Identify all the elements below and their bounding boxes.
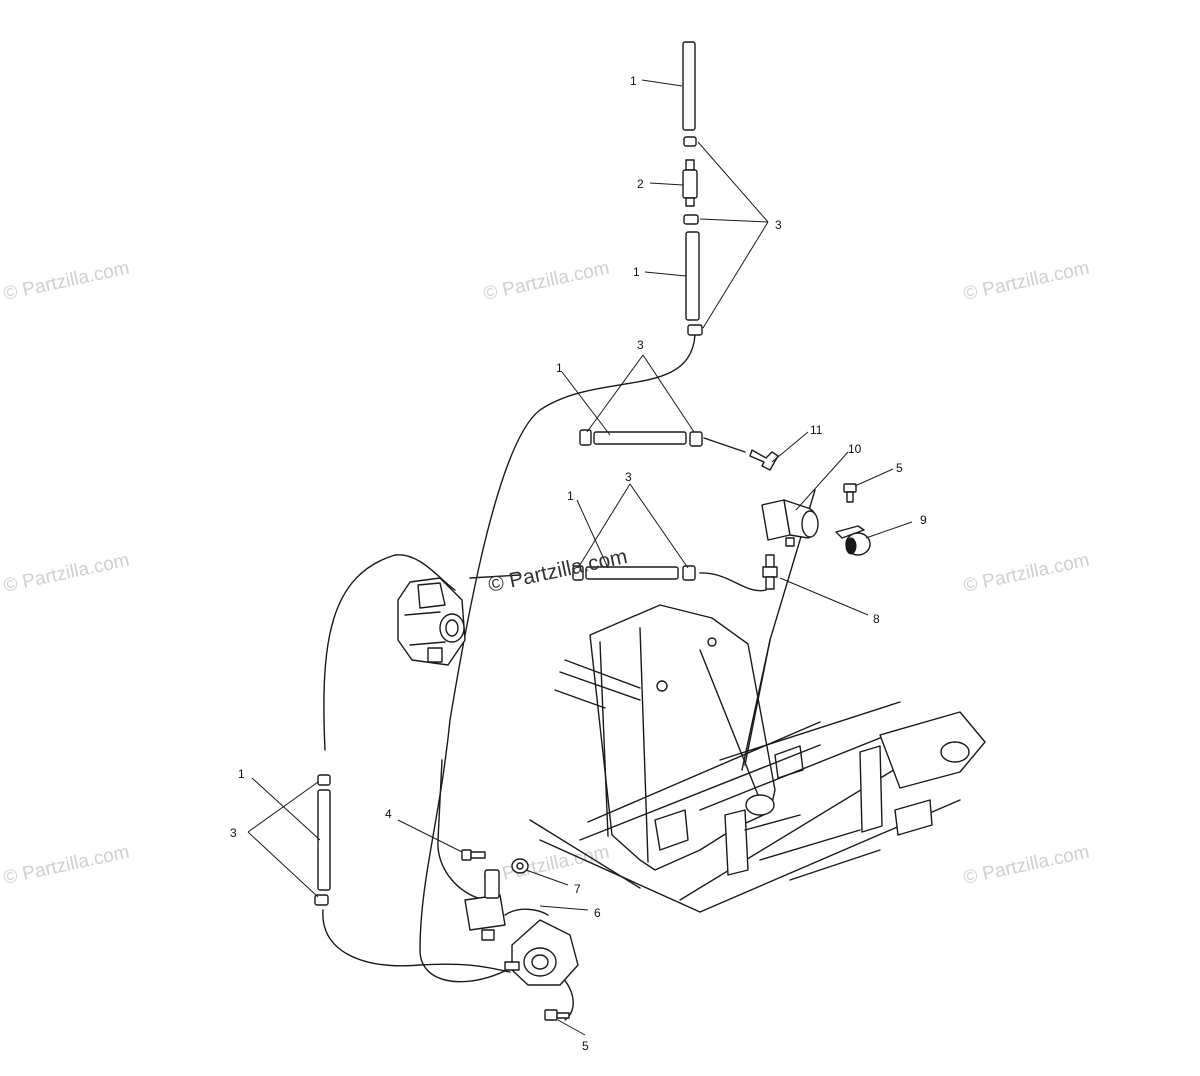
watermark: © Partzilla.com bbox=[2, 550, 132, 597]
callout-8: 8 bbox=[873, 612, 880, 626]
callout-11: 11 bbox=[810, 423, 823, 437]
callout-5: 5 bbox=[582, 1039, 589, 1053]
fuel-pump bbox=[761, 499, 819, 547]
callout-2: 2 bbox=[637, 177, 644, 191]
elbow-fitting bbox=[749, 449, 779, 471]
fuel-shutoff-valve bbox=[464, 869, 506, 941]
fuel-filter bbox=[682, 159, 698, 207]
callout-1: 1 bbox=[238, 767, 245, 781]
callouts: 1 2 3 1 1 3 11 10 5 9 1 3 8 1 3 4 7 6 5 bbox=[230, 74, 927, 1053]
watermark: © Partzilla.com bbox=[962, 550, 1092, 597]
washer bbox=[511, 858, 529, 874]
carburetor bbox=[397, 577, 466, 666]
bolt bbox=[843, 483, 857, 503]
fuel-lines bbox=[322, 334, 816, 1021]
leader-lines bbox=[247, 79, 913, 1036]
watermark: © Partzilla.com bbox=[482, 842, 612, 889]
hose-clamp bbox=[317, 774, 331, 786]
callout-7: 7 bbox=[574, 882, 581, 896]
callout-3: 3 bbox=[775, 218, 782, 232]
callout-5: 5 bbox=[896, 461, 903, 475]
callout-3: 3 bbox=[625, 470, 632, 484]
hose-clamp bbox=[683, 214, 699, 225]
mounting-bracket bbox=[835, 525, 871, 556]
fuel-hose-horizontal-lower bbox=[585, 566, 679, 580]
vent-hose-upper bbox=[682, 41, 696, 131]
chassis-frame bbox=[529, 604, 986, 913]
hose-clamp bbox=[314, 894, 329, 906]
hose-clamp bbox=[687, 324, 703, 336]
callout-9: 9 bbox=[920, 513, 927, 527]
fuel-hose-vertical-left bbox=[317, 789, 331, 891]
hose-clamp bbox=[572, 565, 584, 581]
vent-hose-middle bbox=[685, 231, 700, 321]
watermark: © Partzilla.com bbox=[482, 258, 612, 305]
watermark: © Partzilla.com bbox=[962, 842, 1092, 889]
hose-clamp bbox=[683, 136, 697, 147]
screw bbox=[461, 849, 486, 861]
watermark: © Partzilla.com bbox=[486, 545, 629, 597]
fuel-hose-horizontal-upper bbox=[593, 431, 687, 445]
callout-1: 1 bbox=[630, 74, 637, 88]
callout-1: 1 bbox=[633, 265, 640, 279]
callout-6: 6 bbox=[594, 906, 601, 920]
callout-1: 1 bbox=[556, 361, 563, 375]
hose-clamp bbox=[682, 565, 696, 581]
callout-1: 1 bbox=[567, 489, 574, 503]
watermark: © Partzilla.com bbox=[962, 258, 1092, 305]
hose-clamp bbox=[579, 429, 592, 446]
callout-3: 3 bbox=[230, 826, 237, 840]
hose-clamp bbox=[689, 431, 703, 447]
callout-3: 3 bbox=[637, 338, 644, 352]
callout-4: 4 bbox=[385, 807, 392, 821]
parts bbox=[314, 41, 871, 1021]
barbed-fitting bbox=[762, 554, 778, 590]
watermark: © Partzilla.com bbox=[2, 842, 132, 889]
watermark: © Partzilla.com bbox=[2, 258, 132, 305]
bolt bbox=[544, 1009, 570, 1021]
callout-10: 10 bbox=[848, 442, 862, 456]
fuel-pump-lower bbox=[504, 919, 579, 986]
